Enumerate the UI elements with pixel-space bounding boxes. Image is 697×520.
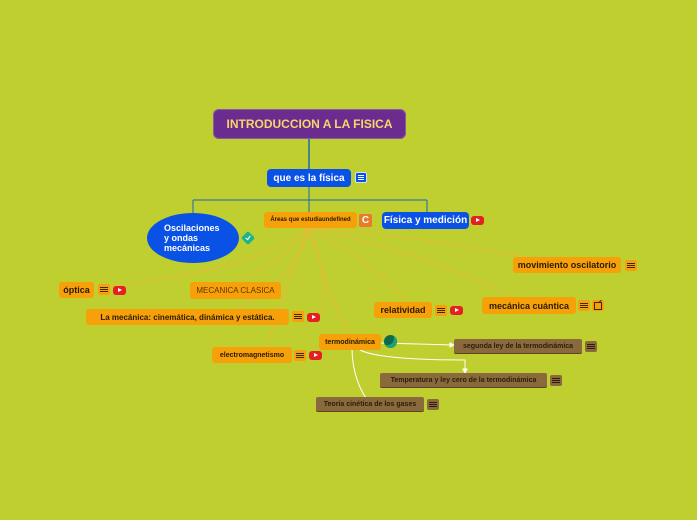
segunda-ley-node[interactable]: segunda ley de la termodinámica	[454, 339, 582, 353]
node-label: Áreas que estudiaundefined	[270, 217, 351, 223]
node-label: Temperatura y ley cero de la termodinámi…	[390, 376, 537, 384]
notes-icon[interactable]	[585, 341, 597, 352]
notes-icon[interactable]	[435, 305, 447, 316]
node-label: termodinámica	[325, 338, 375, 346]
node-label: óptica	[63, 285, 90, 295]
youtube-icon[interactable]	[307, 313, 320, 322]
node-label: electromagnetismo	[219, 351, 285, 359]
youtube-icon[interactable]	[450, 306, 463, 315]
termodinamica-node[interactable]: termodinámica	[319, 334, 381, 350]
notes-icon[interactable]	[294, 350, 306, 361]
node-label: MECANICA CLASICA	[196, 286, 275, 295]
notes-icon[interactable]	[98, 284, 110, 295]
youtube-icon[interactable]	[113, 286, 126, 295]
external-link-icon[interactable]	[592, 300, 604, 311]
notes-icon[interactable]	[625, 260, 637, 271]
node-label: Oscilaciones y ondas mecánicas	[164, 223, 220, 253]
notes-icon[interactable]	[578, 300, 590, 311]
node-label: movimiento oscilatorio	[517, 260, 617, 270]
relatividad-node[interactable]: relatividad	[374, 302, 432, 318]
electromagnetismo-node[interactable]: electromagnetismo	[212, 347, 292, 363]
node-label: segunda ley de la termodinámica	[462, 342, 574, 350]
topic-circle-icon[interactable]	[384, 335, 397, 348]
teoria-cinetica-node[interactable]: Teoría cinética de los gases	[316, 397, 424, 411]
fisica-y-medicion-node[interactable]: Física y medición	[382, 212, 469, 229]
areas-branch-lines	[91, 226, 567, 356]
optica-node[interactable]: óptica	[59, 282, 94, 298]
oscilaciones-node[interactable]: Oscilaciones y ondas mecánicas	[147, 213, 239, 263]
notes-icon[interactable]	[427, 399, 439, 410]
node-label: La mecánica: cinemática, dinámica y está…	[100, 312, 275, 322]
notes-icon[interactable]	[355, 172, 367, 183]
notes-icon[interactable]	[292, 311, 304, 322]
mecanica-cinematica-node[interactable]: La mecánica: cinemática, dinámica y está…	[86, 309, 289, 325]
root-label: INTRODUCCION A LA FISICA	[226, 117, 393, 131]
movimiento-oscilatorio-node[interactable]: movimiento oscilatorio	[513, 257, 621, 273]
youtube-icon[interactable]	[471, 216, 484, 225]
mecanica-clasica-node[interactable]: MECANICA CLASICA	[190, 282, 281, 299]
node-label: Teoría cinética de los gases	[323, 400, 417, 408]
node-label: mecánica cuántica	[488, 300, 570, 311]
que-es-la-fisica-node[interactable]: que es la física	[267, 169, 351, 187]
c-badge-icon[interactable]: C	[359, 214, 372, 227]
node-label: relatividad	[380, 305, 426, 315]
link-queesfisica-branches	[192, 187, 428, 214]
node-label: que es la física	[273, 172, 345, 184]
notes-icon[interactable]	[550, 375, 562, 386]
areas-que-estudia-node[interactable]: Áreas que estudiaundefined	[264, 212, 357, 228]
mecanica-cuantica-node[interactable]: mecánica cuántica	[482, 297, 576, 314]
temperatura-ley-cero-node[interactable]: Temperatura y ley cero de la termodinámi…	[380, 373, 547, 387]
youtube-icon[interactable]	[309, 351, 322, 360]
root-node[interactable]: INTRODUCCION A LA FISICA	[213, 109, 406, 139]
node-label: Física y medición	[383, 215, 468, 226]
